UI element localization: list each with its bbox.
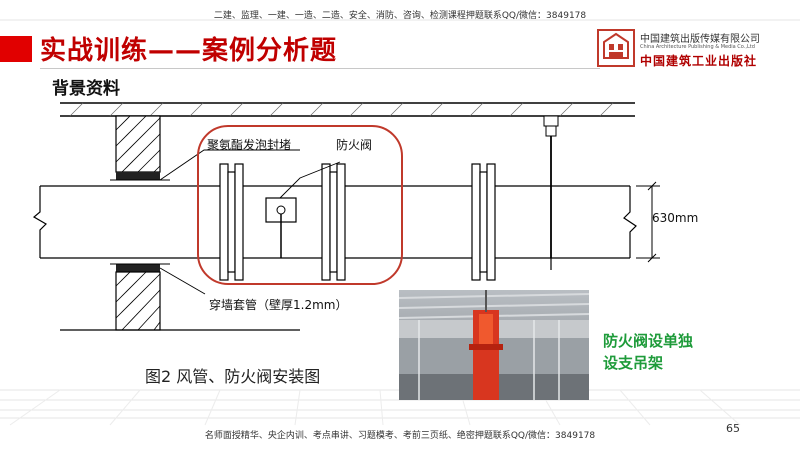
ceiling-hatch [69, 102, 614, 117]
fire-damper-actuator [265, 197, 297, 258]
duct-flange-1 [219, 163, 244, 281]
label-sleeve: 穿墙套管（壁厚1.2mm） [209, 298, 348, 312]
page-title: 实战训练——案例分析题 [40, 36, 338, 66]
dimension-label: 630mm [652, 211, 699, 225]
duct-flange-3 [471, 163, 496, 281]
wall-lower [115, 264, 161, 331]
bottom-banner: 名师面授精华、央企内训、考点串讲、习题模考、考前三页纸、绝密押题联系QQ/微信：… [204, 431, 596, 441]
ceiling-slab [60, 102, 635, 117]
publisher-calligraphy: 中国建筑工业出版社 [640, 54, 758, 68]
photo-note-line-2: 设支吊架 [603, 354, 664, 372]
dimension-630 [636, 181, 660, 263]
top-banner: 二建、监理、一建、一造、二造、安全、消防、咨询、检测课程押题联系QQ/微信：38… [213, 11, 587, 21]
photo-note-line-1: 防火阀设单独 [603, 332, 694, 350]
photo-note: 防火阀设单独 设支吊架 [603, 330, 693, 374]
publisher-logo-icon [597, 29, 635, 67]
hanger-support [543, 115, 559, 270]
title-accent-bar [0, 36, 32, 62]
title-divider [40, 68, 600, 69]
site-photo [399, 290, 589, 400]
highlight-outline [197, 125, 403, 285]
figure-caption: 图2 风管、防火阀安装图 [145, 367, 321, 386]
publisher-name: 中国建筑出版传媒有限公司 [640, 34, 760, 45]
section-heading: 背景资料 [52, 79, 120, 99]
publisher-name-english: China Architecture Publishing & Media Co… [640, 44, 755, 50]
label-fire-damper: 防火阀 [336, 138, 373, 152]
page-number: 65 [726, 422, 740, 435]
wall-upper [115, 115, 161, 180]
label-foam-seal: 聚氨酯发泡封堵 [207, 138, 292, 152]
duct-flange-2 [321, 163, 346, 281]
